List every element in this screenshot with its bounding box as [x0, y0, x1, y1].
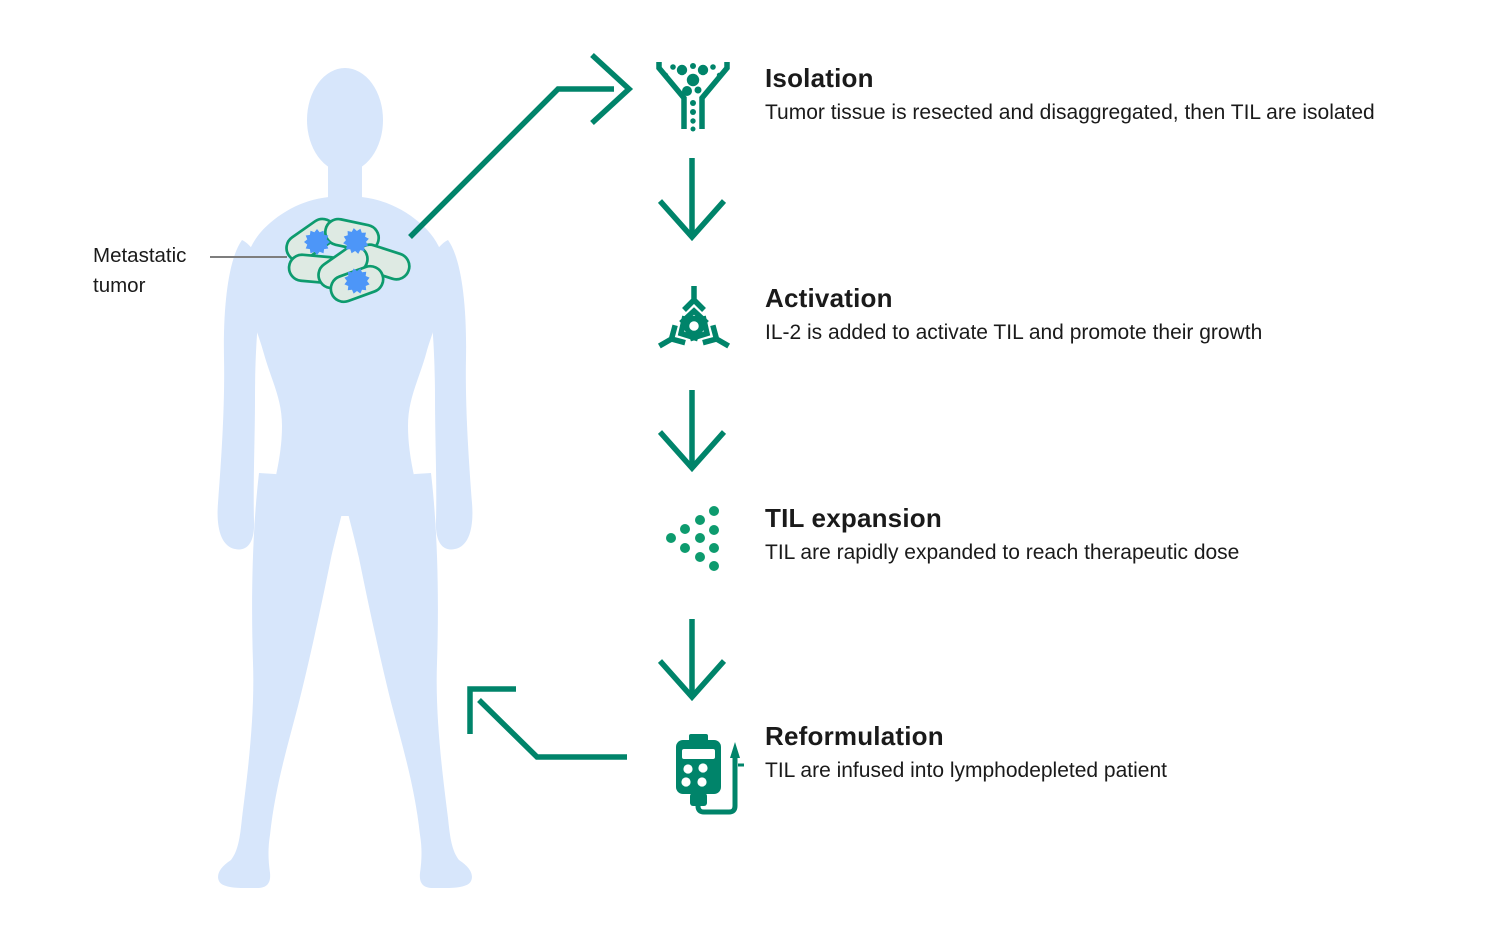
- silhouette-left-leg: [218, 473, 342, 888]
- step-description: IL-2 is added to activate TIL and promot…: [765, 321, 1263, 344]
- expanding-cells-icon: [666, 506, 719, 571]
- step-title: TIL expansion: [765, 503, 942, 533]
- step-title: Activation: [765, 283, 893, 313]
- step-description: TIL are infused into lymphodepleted pati…: [765, 759, 1167, 782]
- receptor-cell-icon: [657, 286, 731, 349]
- step-til-expansion: TIL expansion TIL are rapidly expanded t…: [765, 502, 1445, 566]
- tumor-label-line1: Metastatic: [93, 244, 187, 267]
- metastatic-tumor-label: Metastatic tumor: [93, 241, 186, 301]
- silhouette-left-arm: [217, 240, 265, 550]
- step-description: Tumor tissue is resected and disaggregat…: [765, 101, 1375, 124]
- step-isolation: Isolation Tumor tissue is resected and d…: [765, 62, 1445, 126]
- step-reformulation: Reformulation TIL are infused into lymph…: [765, 720, 1445, 784]
- arrow-reformulation-to-patient: [467, 686, 627, 760]
- step-title: Isolation: [765, 63, 874, 93]
- arrow-expansion-to-reformulation: [657, 619, 727, 702]
- arrow-isolation-to-activation: [657, 158, 727, 242]
- silhouette-right-arm: [425, 240, 473, 550]
- step-title: Reformulation: [765, 721, 944, 751]
- iv-bag-icon: [676, 734, 744, 815]
- arrow-tumor-to-isolation: [408, 52, 634, 239]
- step-activation: Activation IL-2 is added to activate TIL…: [765, 282, 1445, 346]
- step-description: TIL are rapidly expanded to reach therap…: [765, 541, 1240, 564]
- patient-silhouette: [217, 68, 473, 888]
- silhouette-right-leg: [348, 473, 472, 888]
- arrow-activation-to-expansion: [657, 390, 727, 473]
- silhouette-head: [307, 68, 383, 172]
- funnel-cells-icon: [656, 62, 730, 132]
- tumor-label-line2: tumor: [93, 274, 146, 297]
